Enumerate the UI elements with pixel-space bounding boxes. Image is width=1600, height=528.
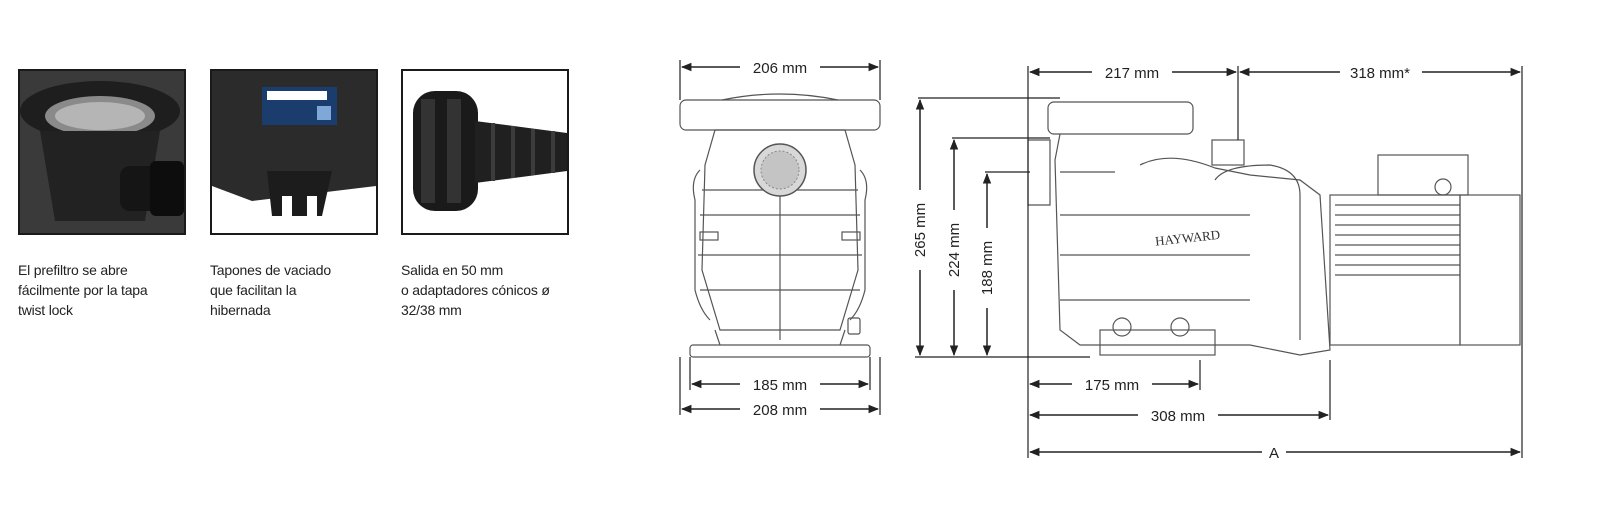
caption-line: Tapones de vaciado (210, 262, 331, 278)
dim-front-base-inner: 185 mm (753, 377, 807, 394)
caption-prefilter: El prefiltro se abre fácilmente por la t… (18, 260, 203, 320)
caption-line: twist lock (18, 302, 73, 318)
dim-base-motor: 308 mm (1151, 408, 1205, 425)
caption-line: hibernada (210, 302, 271, 318)
photo-outlet-adapter (401, 69, 569, 235)
dim-height-outlet: 224 mm (946, 223, 963, 277)
dim-front-base-outer: 208 mm (753, 402, 807, 419)
caption-line: fácilmente por la tapa (18, 282, 148, 298)
brand-logo: HAYWARD (1154, 227, 1220, 249)
dim-total-length: A (1269, 445, 1279, 462)
caption-line: El prefiltro se abre (18, 262, 128, 278)
photo-prefilter-lid (18, 69, 186, 235)
dim-prefilter: 217 mm (1105, 65, 1159, 82)
caption-line: 32/38 mm (401, 302, 462, 318)
dim-height-total: 265 mm (912, 203, 929, 257)
dim-height-inlet: 188 mm (979, 241, 996, 295)
front-strainer-grille (753, 143, 807, 197)
dim-front-top: 206 mm (753, 60, 807, 77)
front-view-outline (679, 93, 881, 358)
caption-line: Salida en 50 mm (401, 262, 504, 278)
caption-outlet: Salida en 50 mm o adaptadores cónicos ø … (401, 260, 586, 320)
side-view-outline (1027, 101, 1521, 356)
dim-motor: 318 mm* (1350, 65, 1410, 82)
caption-drain-plugs: Tapones de vaciado que facilitan la hibe… (210, 260, 395, 320)
photo-drain-plugs (210, 69, 378, 235)
dim-base-foot: 175 mm (1085, 377, 1139, 394)
caption-line: que facilitan la (210, 282, 297, 298)
caption-line: o adaptadores cónicos ø (401, 282, 550, 298)
